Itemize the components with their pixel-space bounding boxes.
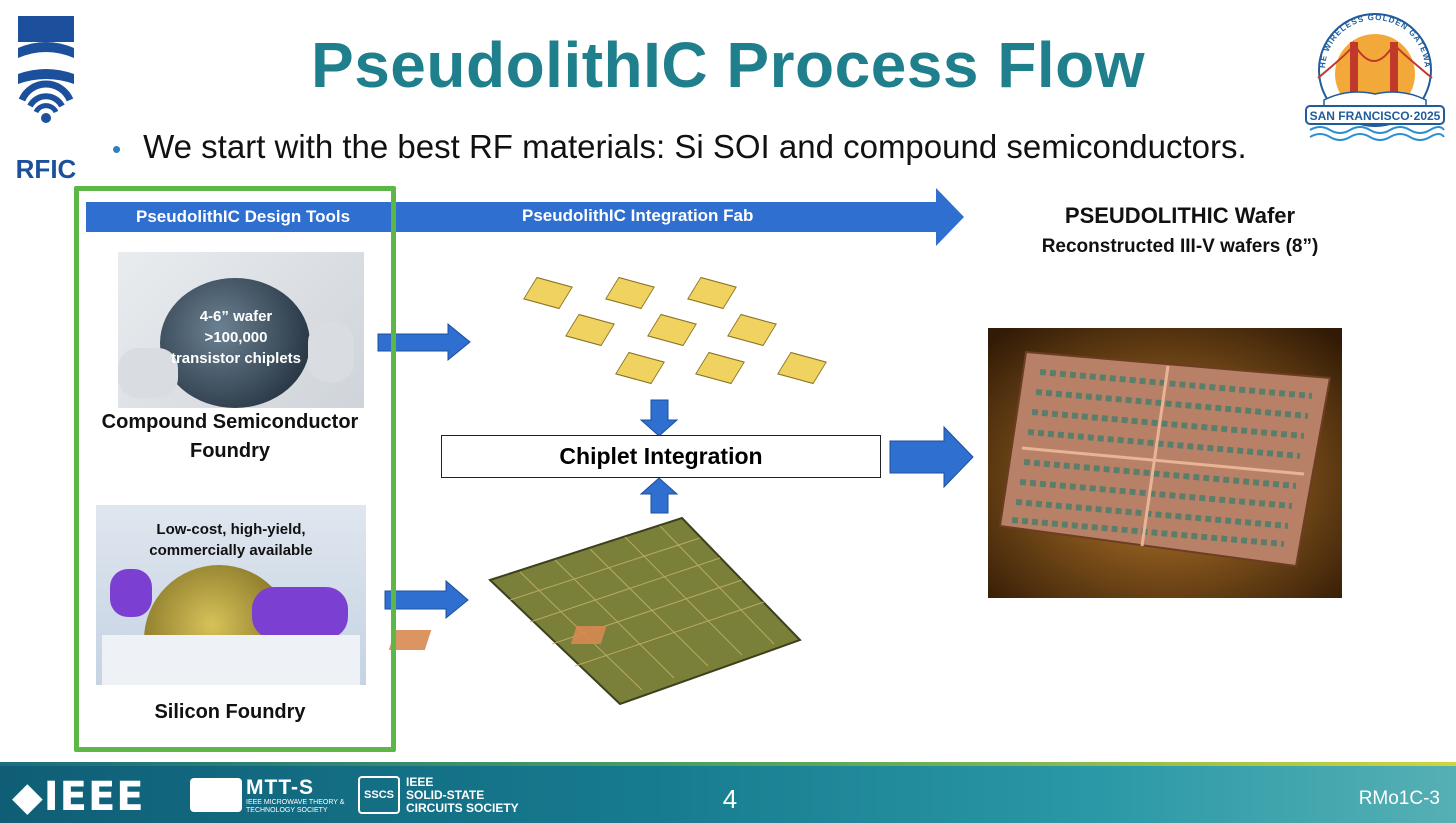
- integration-band-arrow: [86, 188, 964, 246]
- compound-photo-line-2: >100,000: [204, 329, 268, 346]
- compound-wafer-photo: 4-6” wafer >100,000 transistor chiplets: [118, 252, 364, 408]
- slide-title: PseudolithIC Process Flow: [311, 29, 1145, 101]
- mtts-logo-subtext: IEEE MICROWAVE THEORY & TECHNOLOGY SOCIE…: [246, 799, 345, 814]
- bullet-dot: •: [112, 134, 122, 164]
- chiplet: [695, 351, 745, 385]
- compound-caption-line-1: Compound Semiconductor: [101, 411, 359, 433]
- band-label-integration-fab: PseudolithIC Integration Fab: [522, 206, 754, 225]
- page-number: 4: [722, 784, 738, 814]
- glove-hand: [118, 348, 178, 398]
- ieee-logo-text: IEEE: [43, 774, 145, 820]
- chiplet: [647, 313, 697, 347]
- purple-glove-left: [110, 569, 152, 617]
- wafer-title: PSEUDOLITHIC Wafer: [1064, 203, 1296, 228]
- purple-glove-right: [252, 587, 348, 639]
- silicon-photo-text: Low-cost, high-yield, commercially avail…: [126, 519, 336, 561]
- reconstructed-wafer-image: [988, 328, 1342, 598]
- chiplet-grid: [523, 276, 827, 385]
- sf-logo-bottom: SAN FRANCISCO·2025: [1310, 109, 1441, 123]
- band-label-design-tools: PseudolithIC Design Tools: [136, 207, 351, 226]
- silicon-wafer-photo: Low-cost, high-yield, commercially avail…: [96, 505, 366, 685]
- bullet-text: We start with the best RF materials: Si …: [143, 128, 1247, 165]
- session-code: RMo1C-3: [1358, 788, 1440, 809]
- silicon-photo-line-2: commercially available: [149, 542, 313, 559]
- wafer-subtitle: Reconstructed III-V wafers (8”): [1041, 236, 1319, 257]
- rfic-logo-text: RFIC: [16, 154, 77, 184]
- compound-photo-line-3: transistor chiplets: [170, 350, 302, 367]
- mtts-logo-text: MTT-S: [246, 776, 314, 799]
- chiplet: [523, 276, 573, 310]
- chiplet: [727, 313, 777, 347]
- sscs-logo-text: IEEE SOLID-STATE CIRCUITS SOCIETY: [406, 776, 519, 815]
- silicon-photo-line-1: Low-cost, high-yield,: [156, 521, 306, 538]
- glove-fingers: [308, 322, 354, 382]
- san-francisco-2025-logo: SAN FRANCISCO·2025 THE WIRELESS GOLDEN G…: [1295, 1, 1452, 144]
- compound-photo-text: 4-6” wafer >100,000 transistor chiplets: [158, 306, 314, 369]
- chiplet: [615, 351, 665, 385]
- sscs-line-1: IEEE: [406, 775, 434, 789]
- footer-stripe: [0, 762, 1456, 768]
- ieee-logo: ◆IEEE: [12, 774, 145, 820]
- chiplet: [605, 276, 655, 310]
- chiplet: [687, 276, 737, 310]
- compound-caption: Compound Semiconductor Foundry: [82, 408, 378, 466]
- chiplet-integration-box: Chiplet Integration: [441, 435, 881, 478]
- arrow-compound-to-chiplets: [377, 322, 471, 362]
- arrow-integration-to-wafer: [889, 425, 974, 489]
- sscs-line-2: SOLID-STATE: [406, 788, 485, 802]
- compound-caption-line-2: Foundry: [190, 440, 270, 462]
- sscs-logo-icon: SSCS: [358, 776, 400, 814]
- mtts-logo-icon: [190, 778, 242, 812]
- footer-bar: [0, 766, 1456, 823]
- rfic-logo: RFIC: [14, 14, 80, 184]
- compound-photo-line-1: 4-6” wafer: [199, 308, 273, 325]
- arrow-silicon-to-die: [384, 579, 469, 620]
- silicon-caption: Silicon Foundry: [154, 701, 306, 723]
- wafer-carrier: [102, 635, 360, 685]
- compound-wafer-disc: [160, 278, 310, 408]
- design-tools-frame: [74, 186, 396, 752]
- chiplet: [777, 351, 827, 385]
- arrow-up-to-integration: [639, 477, 679, 514]
- sscs-line-3: CIRCUITS SOCIETY: [406, 801, 519, 815]
- silicon-die-image: [388, 516, 802, 706]
- chiplet: [565, 313, 615, 347]
- bullet-line: • We start with the best RF materials: Si…: [112, 128, 1247, 166]
- arrow-down-to-integration: [639, 399, 679, 437]
